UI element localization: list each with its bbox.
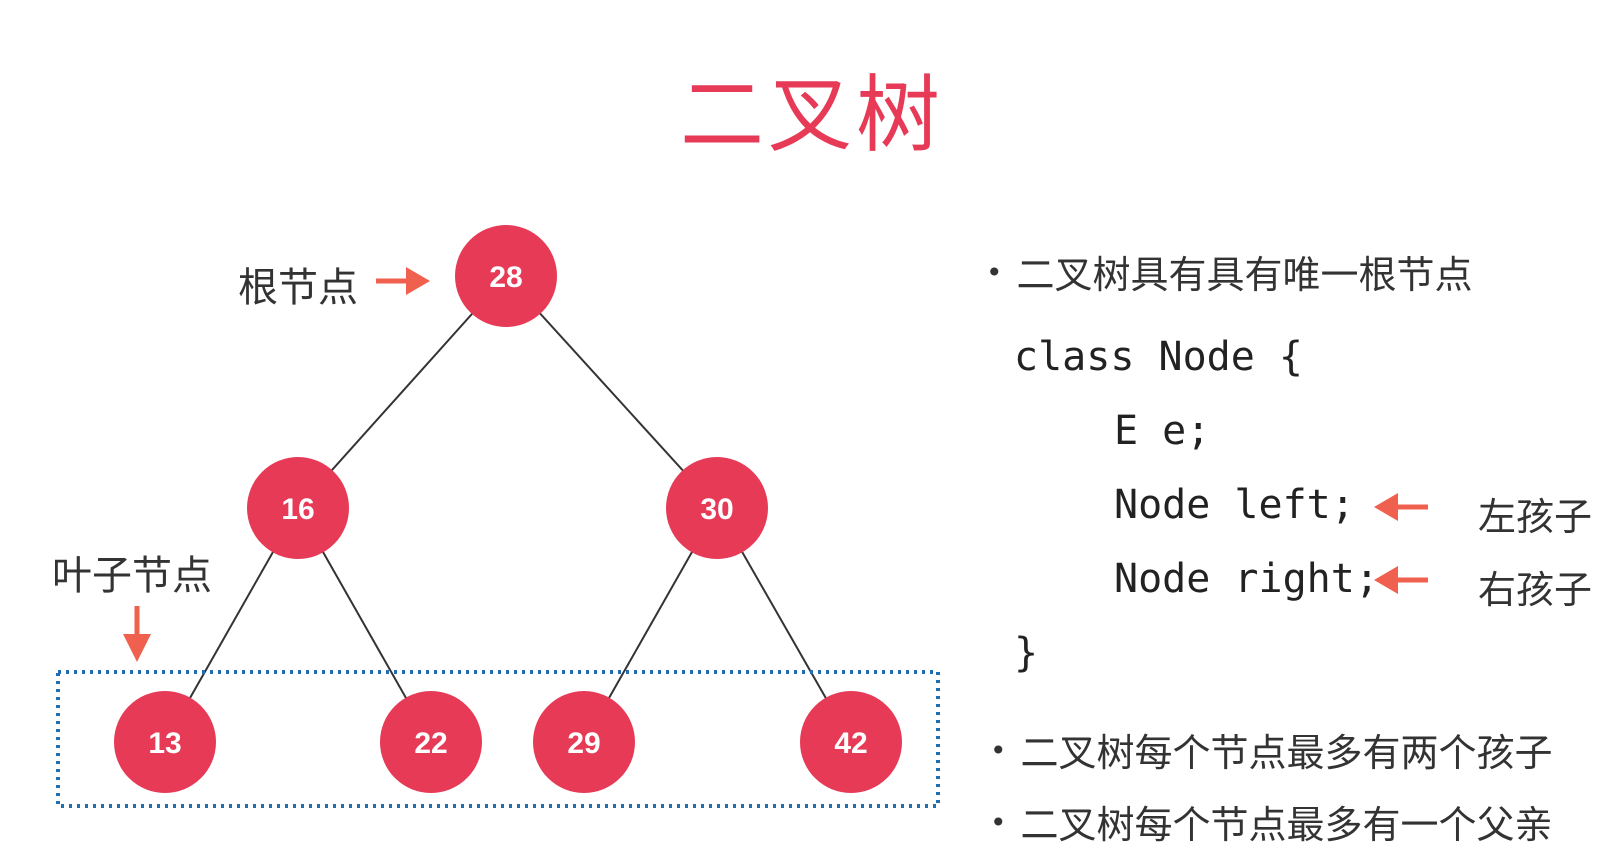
tree-node-circle	[800, 691, 902, 793]
bullet-unique-root: • 二叉树具有具有唯一根节点	[986, 244, 1473, 299]
code-line-field: E e;	[1114, 408, 1211, 454]
tree-node-value: 30	[700, 493, 733, 526]
tree-node-circle	[247, 457, 349, 559]
tree-node-22: 22	[380, 691, 482, 793]
tree-node-28: 28	[455, 225, 557, 327]
right-child-note: 右孩子	[1478, 568, 1593, 612]
tree-node-value: 16	[281, 493, 314, 526]
tree-node-value: 29	[567, 727, 600, 760]
tree-node-circle	[455, 225, 557, 327]
code-line-class: class Node {	[1014, 334, 1303, 380]
right-child-arrow-icon	[1374, 566, 1428, 594]
bullet-one-parent: • 二叉树每个节点最多有一个父亲	[990, 794, 1553, 849]
bullet-dot-icon: •	[990, 806, 1007, 839]
tree-node-value: 22	[414, 727, 447, 760]
left-child-arrow-icon	[1374, 493, 1428, 521]
tree-node-circle	[114, 691, 216, 793]
root-pointer-arrow-icon	[376, 267, 430, 295]
tree-node-16: 16	[247, 457, 349, 559]
tree-node-circle	[380, 691, 482, 793]
tree-node-30: 30	[666, 457, 768, 559]
tree-node-42: 42	[800, 691, 902, 793]
slide-title: 二叉树	[679, 66, 944, 164]
tree-node-circle	[533, 691, 635, 793]
tree-node-value: 28	[489, 261, 522, 294]
bullet-dot-icon: •	[990, 734, 1007, 767]
code-line-right: Node right;	[1114, 556, 1379, 602]
bullet-text: 二叉树具有具有唯一根节点	[1016, 253, 1473, 297]
tree-node-13: 13	[114, 691, 216, 793]
tree-edge-n28-n16	[297, 275, 507, 509]
leaf-pointer-arrow-icon	[123, 606, 151, 662]
left-child-note: 左孩子	[1478, 495, 1593, 539]
bullet-dot-icon: •	[986, 256, 1003, 289]
code-line-close: }	[1014, 630, 1039, 676]
bullet-two-children: • 二叉树每个节点最多有两个孩子	[990, 722, 1553, 777]
tree-node-29: 29	[533, 691, 635, 793]
tree-node-value: 42	[834, 727, 867, 760]
bullet-text: 二叉树每个节点最多有一个父亲	[1020, 803, 1553, 847]
bullet-text: 二叉树每个节点最多有两个孩子	[1020, 731, 1553, 775]
leaf-node-label: 叶子节点	[52, 553, 212, 599]
code-line-left: Node left;	[1114, 482, 1355, 528]
tree-nodes: 28 16 30 13 22 29 42	[114, 225, 902, 793]
tree-node-circle	[666, 457, 768, 559]
leaf-nodes-highlight-box	[56, 670, 940, 808]
root-node-label: 根节点	[238, 265, 358, 311]
tree-edge-n28-n30	[505, 275, 718, 509]
tree-node-value: 13	[148, 727, 181, 760]
